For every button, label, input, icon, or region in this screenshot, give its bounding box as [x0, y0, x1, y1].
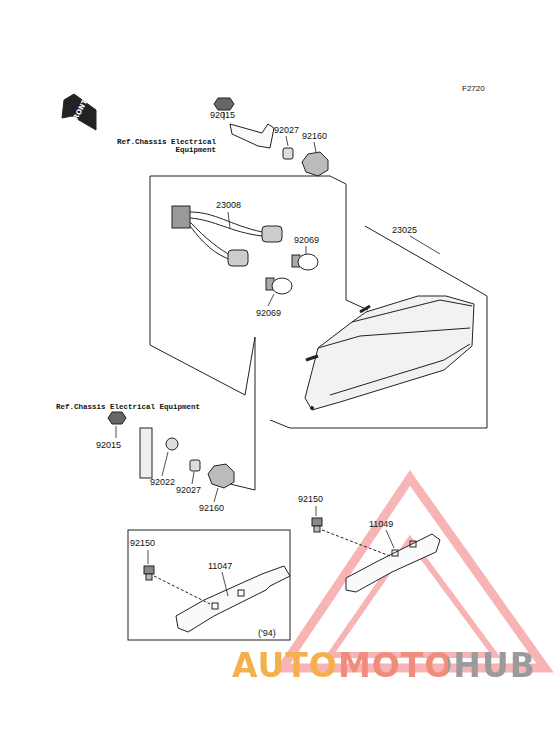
callout-number: 92015: [96, 440, 121, 450]
watermark: AUTOMOTOHUB: [232, 648, 536, 684]
washer: [166, 438, 178, 450]
collar: [283, 148, 293, 159]
callout-number: 92027: [274, 125, 299, 135]
callout-number: 92015: [210, 110, 235, 120]
nut: [214, 98, 234, 110]
nut: [108, 412, 126, 424]
bracket: [346, 534, 440, 592]
note: ('94): [258, 628, 276, 638]
bulb: [266, 278, 292, 294]
grommet: [302, 152, 328, 176]
callout-number: 92022: [150, 477, 175, 487]
callout-number: 92160: [199, 503, 224, 513]
figure-number: F2720: [462, 84, 485, 94]
grommet: [208, 464, 234, 488]
callout-number: 92150: [130, 538, 155, 548]
watermark-triangle: [282, 478, 545, 668]
wiring-harness: [172, 206, 282, 266]
callout-number: 92027: [176, 485, 201, 495]
tail-lamp: [305, 296, 474, 410]
bracket: [230, 124, 274, 148]
bracket: [176, 566, 290, 632]
callout-number: 11047: [208, 561, 232, 571]
callout-number: 92069: [256, 308, 281, 318]
callout-number: 92160: [302, 131, 327, 141]
callout-number: 92069: [294, 235, 319, 245]
ground-plate: [140, 428, 152, 478]
collar: [190, 460, 200, 471]
callout-number: 92150: [298, 494, 323, 504]
callout-number: 11049: [369, 519, 393, 529]
leader-line: [116, 112, 440, 596]
bulb: [292, 254, 318, 270]
reference-note: Ref.Chassis Electrical Equipment: [88, 138, 216, 154]
callout-number: 23008: [216, 200, 241, 210]
front-arrow: [62, 94, 96, 130]
callout-number: 23025: [392, 225, 417, 235]
reference-note: Ref.Chassis Electrical Equipment: [56, 403, 200, 411]
bolt: [144, 566, 154, 580]
bolt: [312, 518, 322, 532]
